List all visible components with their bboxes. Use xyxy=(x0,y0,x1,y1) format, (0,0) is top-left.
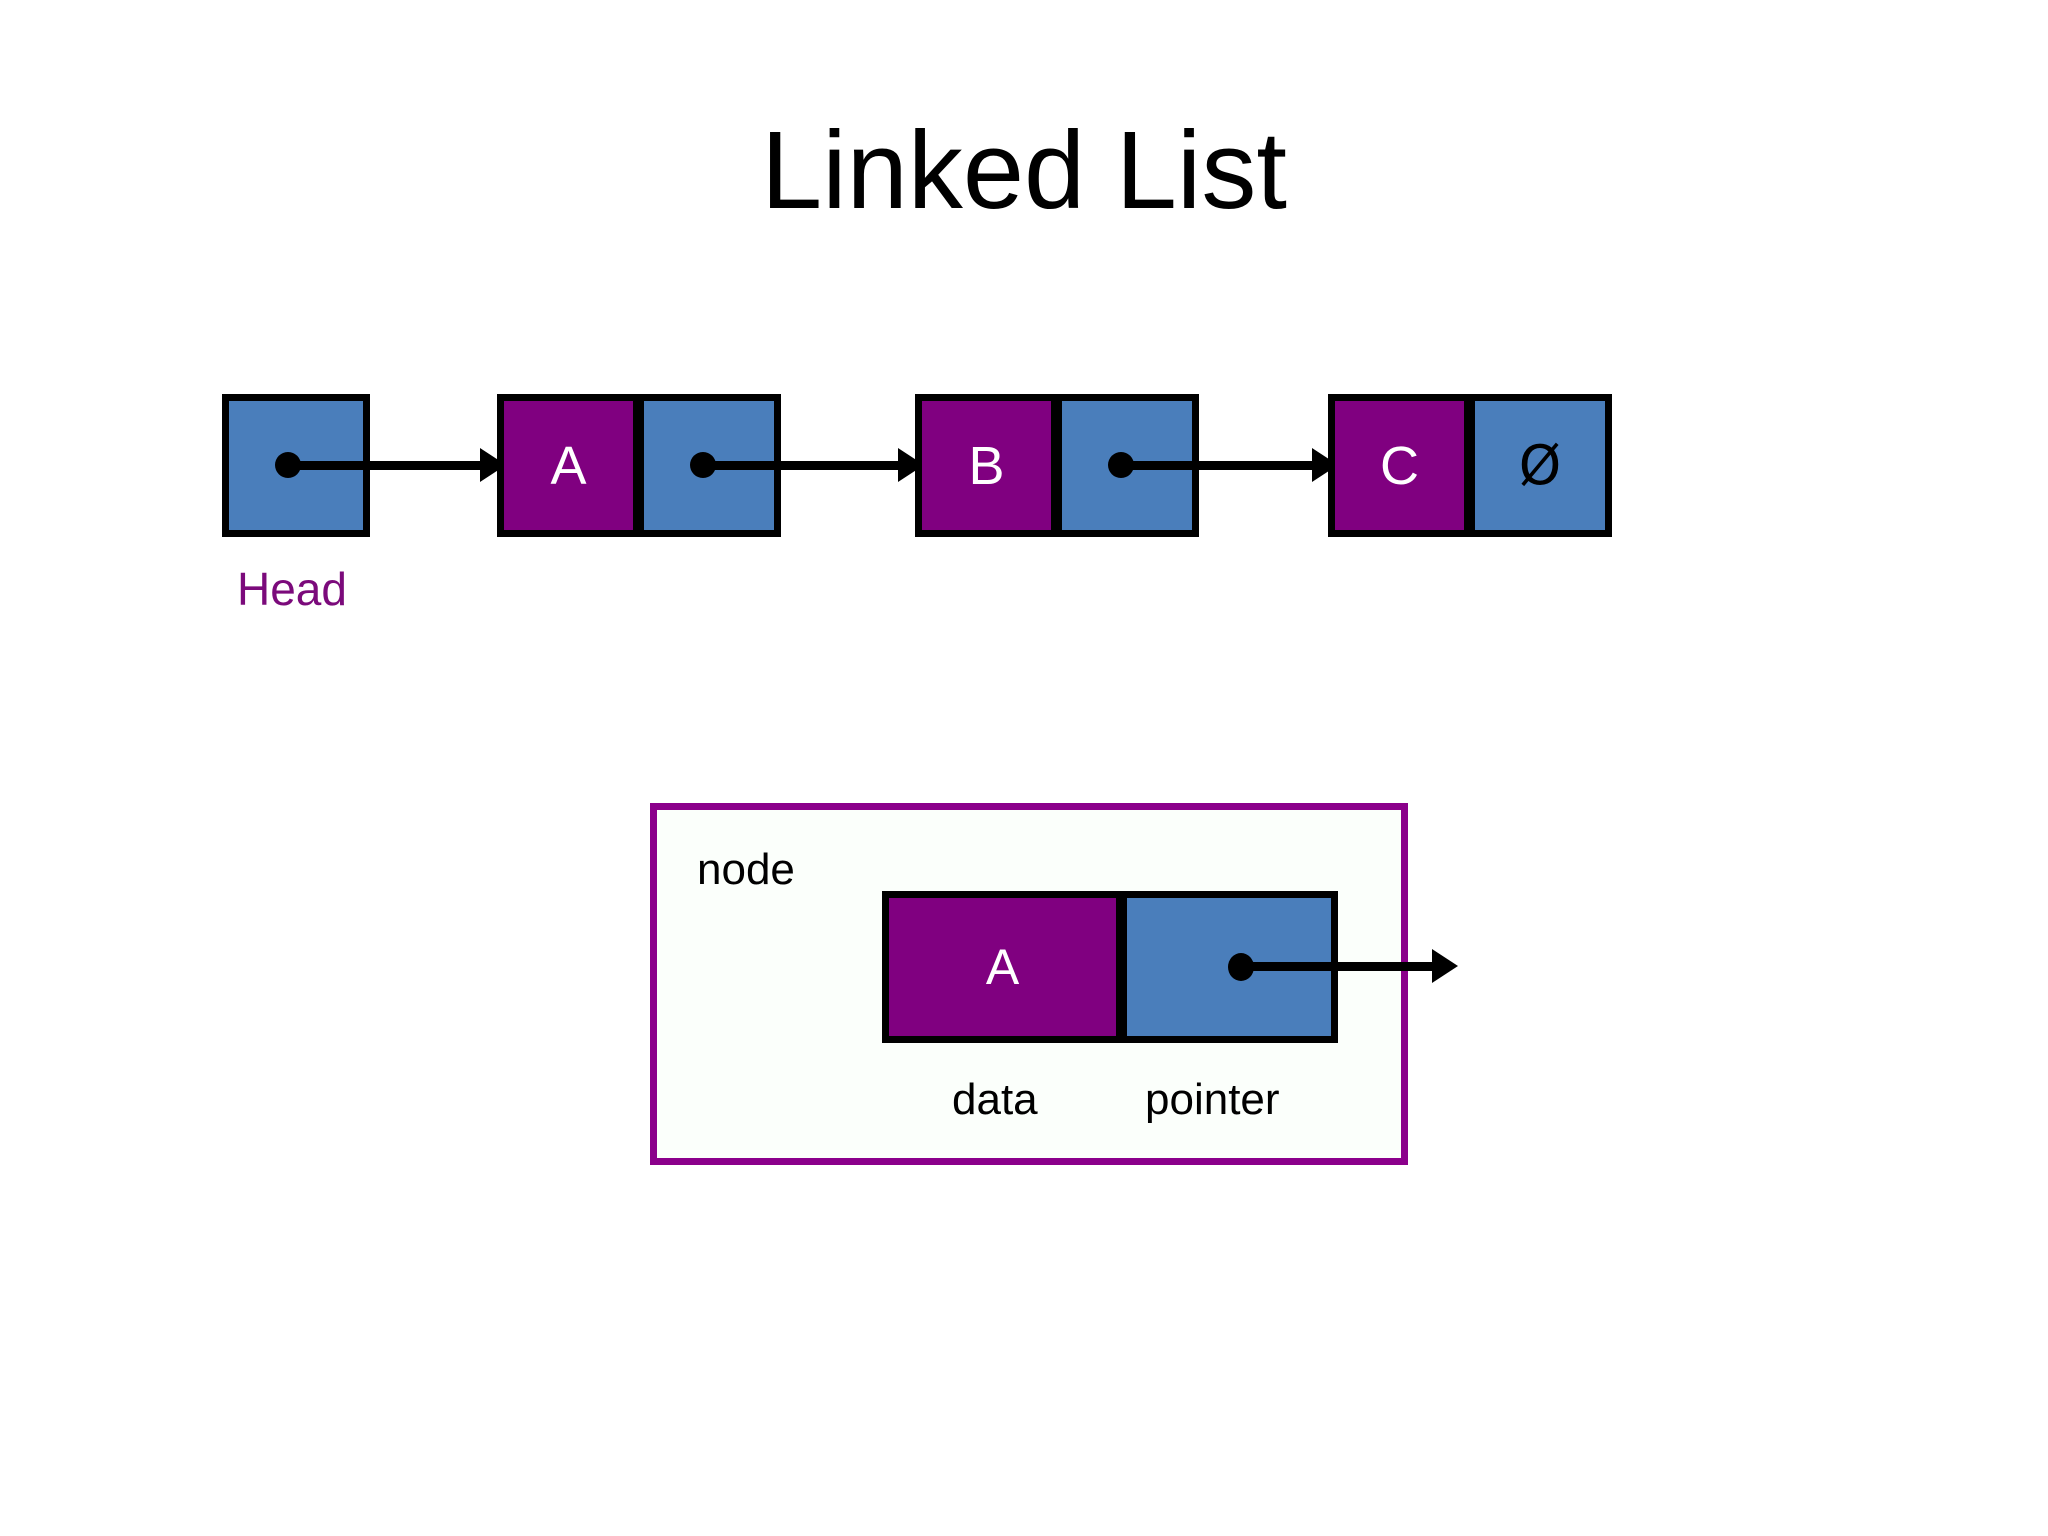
node-detail-connector-line xyxy=(1241,962,1436,971)
node-a-data-value: A xyxy=(550,435,587,496)
node-c-pointer-cell: Ø xyxy=(1468,394,1612,537)
node-a-data-cell: A xyxy=(497,394,640,537)
field-label-pointer: pointer xyxy=(1145,1075,1280,1124)
head-label: Head xyxy=(237,563,347,615)
null-icon: Ø xyxy=(1518,433,1562,497)
field-label-data: data xyxy=(952,1075,1038,1124)
node-detail-data-value: A xyxy=(985,939,1020,995)
node-b-data-cell: B xyxy=(915,394,1058,537)
node-detail-panel-label: node xyxy=(697,845,795,894)
connector-line-head-to-a xyxy=(288,461,500,470)
arrow-right-icon xyxy=(1432,949,1458,983)
page-title: Linked List xyxy=(761,109,1287,232)
connector-line-a-to-b xyxy=(703,461,918,470)
connector-line-b-to-c xyxy=(1121,461,1331,470)
node-c-data-value: C xyxy=(1380,435,1419,496)
node-c-data-cell: C xyxy=(1328,394,1471,537)
node-detail-data-cell: A xyxy=(882,891,1123,1043)
node-b-data-value: B xyxy=(968,435,1005,496)
